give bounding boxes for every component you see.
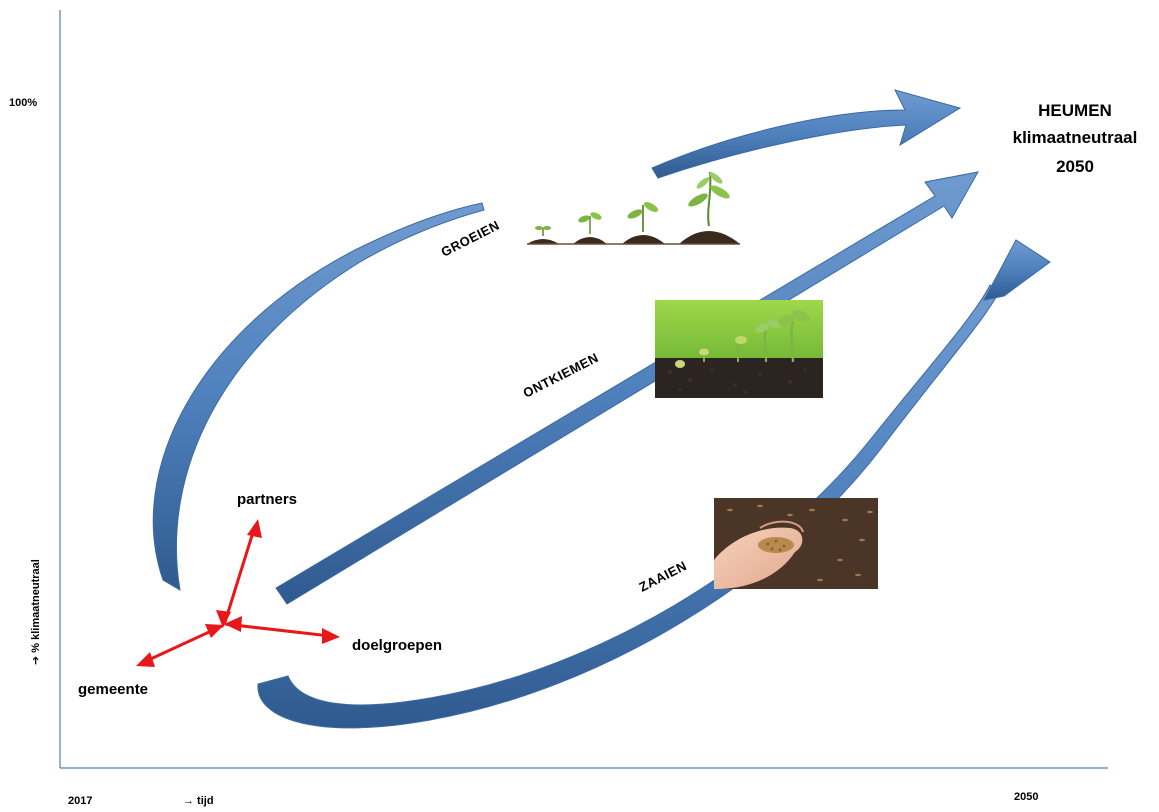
arrow-to-hub-head xyxy=(216,610,231,628)
seedlings-growth-image xyxy=(527,171,740,245)
sprouting-photo xyxy=(655,300,823,398)
x-end-label: 2050 xyxy=(1014,791,1038,803)
y-axis-title: ➔ % klimaatneutraal xyxy=(30,559,42,665)
sowing-photo xyxy=(714,498,878,589)
arrow-from-municipality-head xyxy=(205,624,224,638)
stage-sprouting-label: ONTKIEMEN xyxy=(521,350,601,401)
arrow-to-target-groups-head xyxy=(322,628,340,644)
sowing-arrow-head xyxy=(983,239,1051,301)
arrow-to-target-groups xyxy=(224,622,331,638)
arrow-to-municipality-head xyxy=(136,652,155,667)
goal-year: 2050 xyxy=(1056,157,1094,176)
stage-growing-label: GROEIEN xyxy=(439,217,502,259)
actor-target-groups-label: doelgroepen xyxy=(352,637,442,654)
actor-partners-label: partners xyxy=(237,491,297,508)
actor-arrows xyxy=(136,519,340,667)
goal-title: HEUMEN xyxy=(1038,101,1112,120)
growing-arrow xyxy=(152,202,485,591)
y-top-label: 100% xyxy=(9,97,37,109)
actor-municipality-label: gemeente xyxy=(78,681,148,698)
goal-subtitle: klimaatneutraal xyxy=(1013,128,1138,147)
x-start-label: 2017 xyxy=(68,795,92,807)
sowing-arrow xyxy=(257,284,1001,729)
arrow-from-target-groups-head xyxy=(224,616,242,632)
arrow-to-partners xyxy=(223,525,257,623)
growing-arrow-head xyxy=(651,89,962,179)
sprouting-arrow xyxy=(275,171,979,605)
x-axis-title: → tijd xyxy=(183,795,214,807)
arrow-to-partners-head xyxy=(247,519,262,538)
stage-sowing-label: ZAAIEN xyxy=(637,558,690,595)
